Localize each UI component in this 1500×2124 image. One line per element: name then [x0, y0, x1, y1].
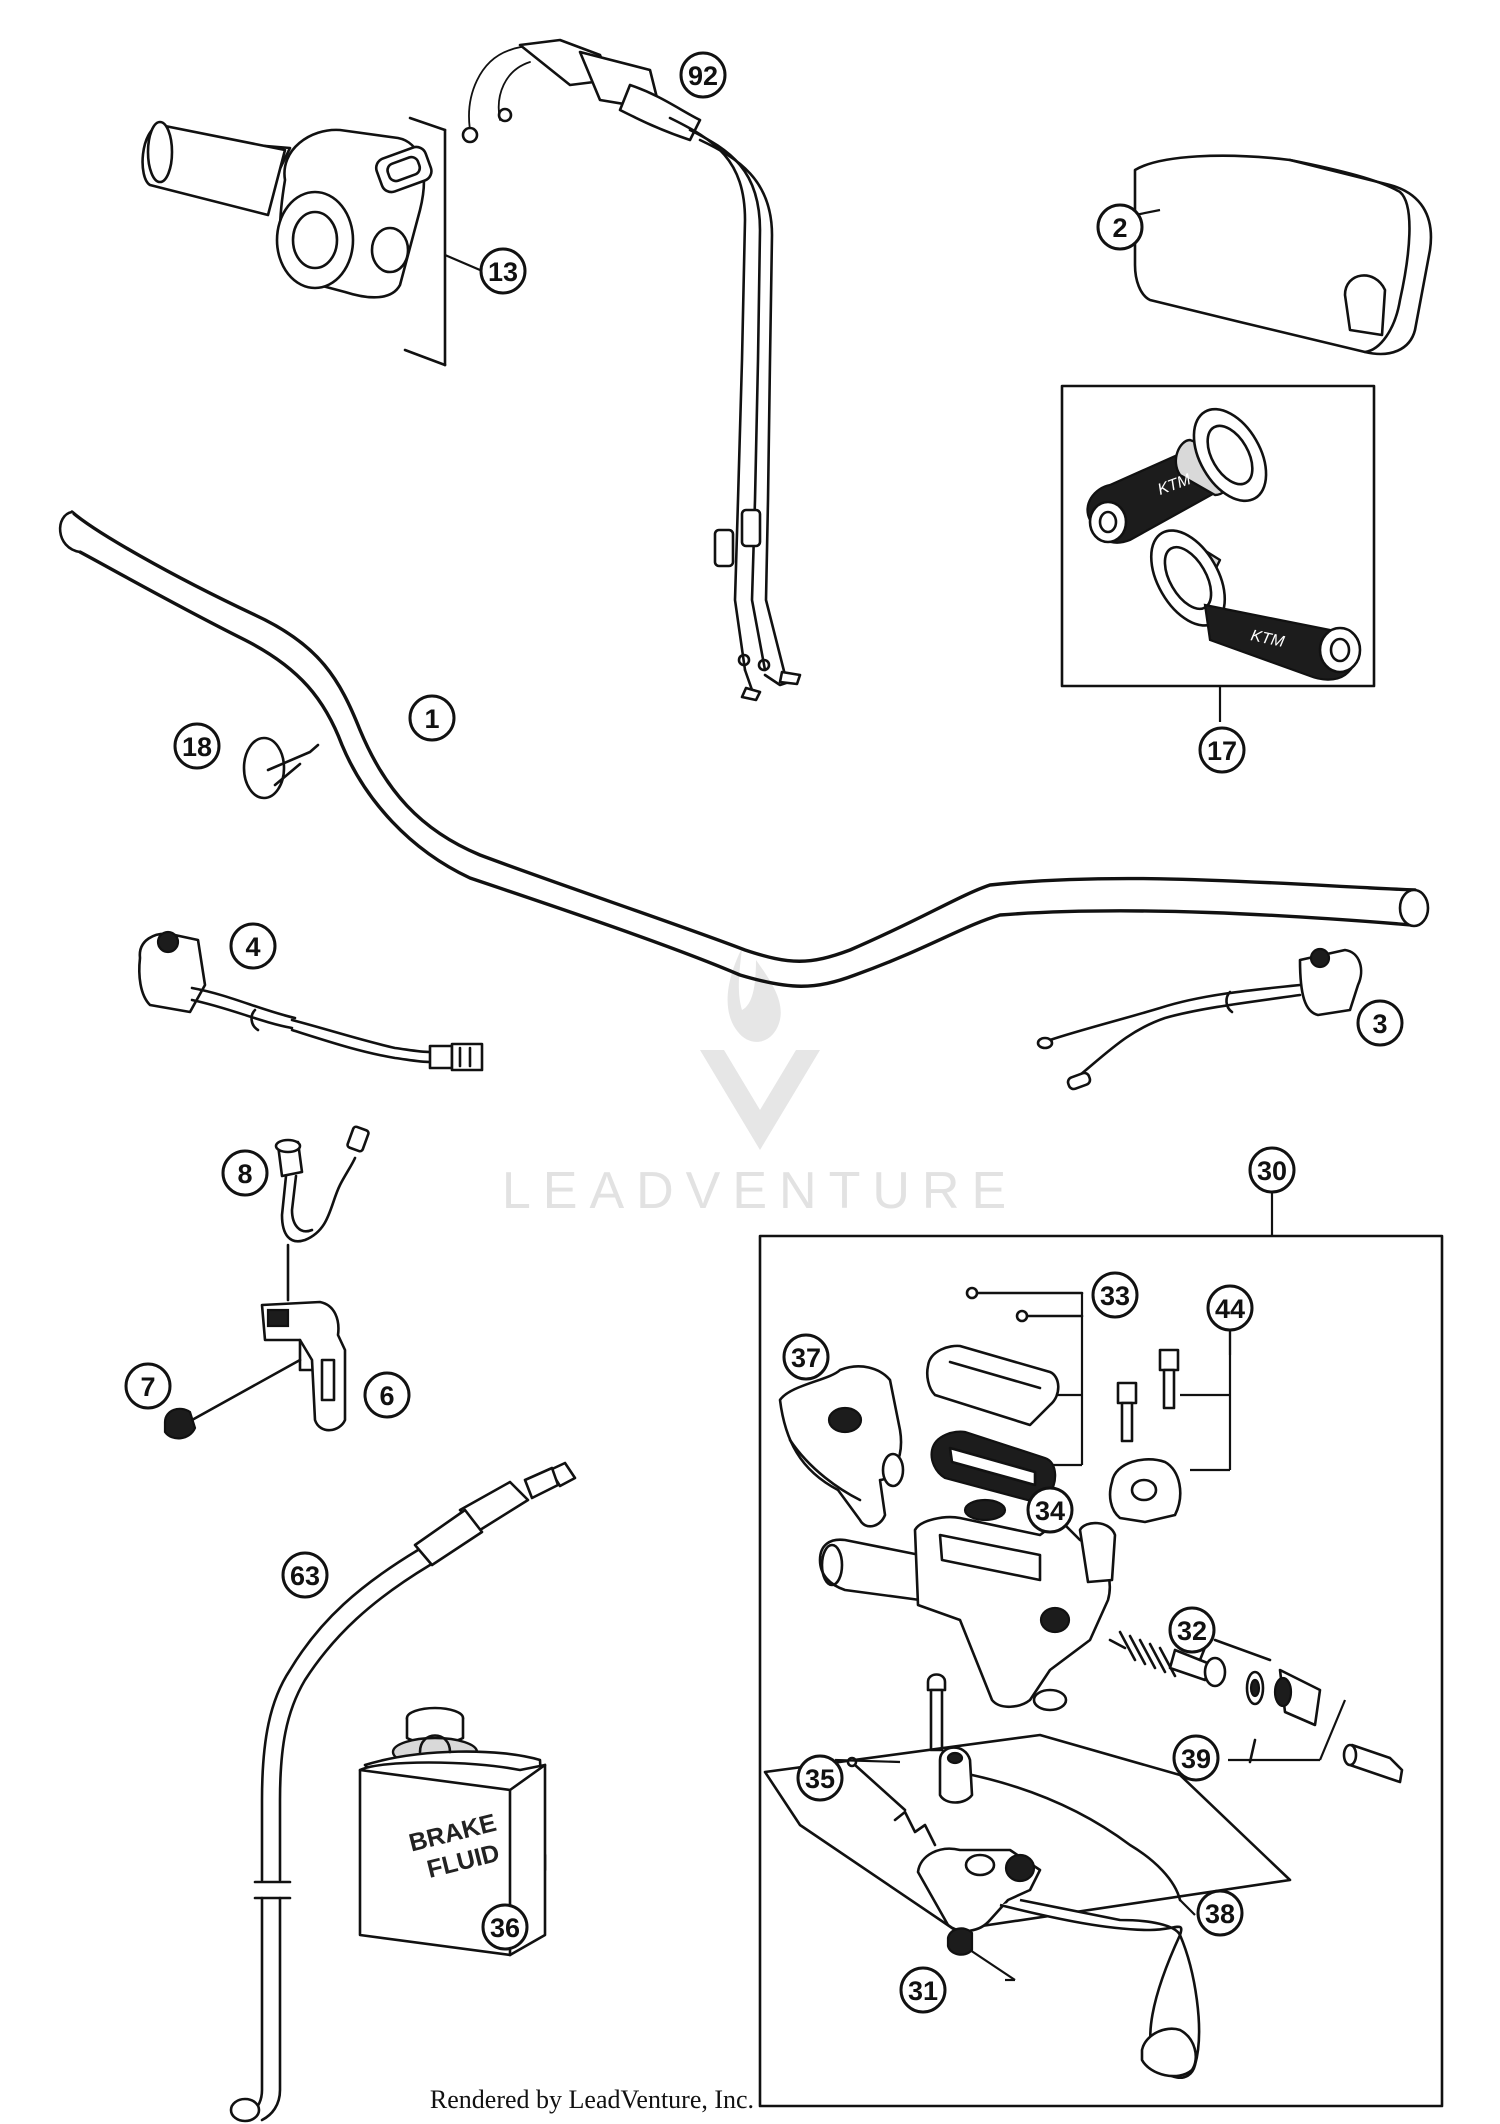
callout-30: 30 [1248, 1146, 1296, 1194]
callout-33: 33 [1091, 1271, 1139, 1319]
callout-bubble [363, 1371, 411, 1419]
callout-8: 8 [221, 1149, 269, 1197]
callout-6: 6 [363, 1371, 411, 1419]
callout-bubble [1096, 203, 1144, 251]
callout-bubble [1168, 1606, 1216, 1654]
callout-34: 34 [1026, 1486, 1074, 1534]
throttle-cables-92 [461, 38, 802, 702]
callout-number: 18 [182, 732, 212, 762]
callout-number: 6 [379, 1381, 394, 1411]
callout-bubble [479, 247, 527, 295]
bar-pad-2 [1133, 154, 1433, 356]
watermark-text: LEADVENTURE [502, 1162, 1018, 1220]
callout-bubble [1091, 1271, 1139, 1319]
callout-number: 3 [1372, 1009, 1387, 1039]
leader-lines [444, 208, 1232, 1982]
svg-text:KTM: KTM [1249, 627, 1286, 651]
flame-logo-icon [727, 948, 781, 1042]
cable-tie-18 [242, 736, 320, 800]
callout-number: 44 [1215, 1294, 1245, 1324]
callout-37: 37 [782, 1333, 830, 1381]
leadventure-watermark: LEADVENTURE [502, 948, 1018, 1220]
switch-wire-8 [274, 1125, 370, 1302]
callout-number: 37 [791, 1343, 821, 1373]
callout-13: 13 [479, 247, 527, 295]
callout-number: 4 [245, 932, 260, 962]
callout-number: 39 [1181, 1744, 1211, 1774]
callout-bubble [899, 1966, 947, 2014]
callout-92: 92 [679, 51, 727, 99]
callout-number: 32 [1177, 1616, 1207, 1646]
callout-number: 7 [140, 1372, 155, 1402]
callout-4: 4 [229, 922, 277, 970]
callout-number: 38 [1205, 1899, 1235, 1929]
callout-number: 63 [290, 1561, 320, 1591]
callout-bubble [221, 1149, 269, 1197]
callout-1: 1 [408, 694, 456, 742]
callout-2: 2 [1096, 203, 1144, 251]
callout-number: 92 [688, 61, 718, 91]
callout-bubble [408, 694, 456, 742]
grips-frame [1060, 384, 1376, 688]
callout-number: 31 [908, 1976, 938, 2006]
callout-bubble [1248, 1146, 1296, 1194]
callout-bubble [1198, 726, 1246, 774]
callout-bubble [1026, 1486, 1074, 1534]
right-switch-3 [1036, 947, 1363, 1091]
v-logo-icon [700, 1050, 820, 1150]
callout-bubble [1206, 1284, 1254, 1332]
callout-bubble [1172, 1734, 1220, 1782]
callout-bubble [281, 1551, 329, 1599]
callout-63: 63 [281, 1551, 329, 1599]
screw-7 [163, 1358, 302, 1440]
callout-36: 36 [481, 1903, 529, 1951]
callout-bubble [124, 1362, 172, 1410]
footer-credit: Rendered by LeadVenture, Inc. [430, 2085, 754, 2114]
callout-bubble [782, 1333, 830, 1381]
throttle-grip-13 [141, 116, 447, 367]
callout-number: 35 [805, 1764, 835, 1794]
callout-number: 30 [1257, 1156, 1287, 1186]
master-cylinder-assembly-30 [758, 1190, 1444, 2108]
bleed-hose-63 [229, 1461, 577, 2123]
callout-18: 18 [173, 722, 221, 770]
callout-17: 17 [1198, 726, 1246, 774]
callout-bubble [229, 922, 277, 970]
callout-number: 8 [237, 1159, 252, 1189]
callout-bubble [173, 722, 221, 770]
grips-17: KTM KTM [1060, 384, 1376, 722]
callout-number: 2 [1112, 213, 1127, 243]
callout-38: 38 [1196, 1889, 1244, 1937]
callout-44: 44 [1206, 1284, 1254, 1332]
callout-bubble [1356, 999, 1404, 1047]
callout-bubble [796, 1754, 844, 1802]
callout-number: 33 [1100, 1281, 1130, 1311]
callout-number: 34 [1035, 1496, 1065, 1526]
callout-39: 39 [1172, 1734, 1220, 1782]
master-cylinder-frame [758, 1234, 1444, 2108]
callout-number: 17 [1207, 736, 1237, 766]
bracket-6 [260, 1300, 347, 1432]
callout-3: 3 [1356, 999, 1404, 1047]
callout-bubble [1196, 1889, 1244, 1937]
handlebar-1 [58, 510, 1430, 988]
callout-7: 7 [124, 1362, 172, 1410]
callout-bubble [481, 1903, 529, 1951]
callout-31: 31 [899, 1966, 947, 2014]
callout-number: 1 [424, 704, 439, 734]
callout-bubble [679, 51, 727, 99]
callout-number: 36 [490, 1913, 520, 1943]
callout-32: 32 [1168, 1606, 1216, 1654]
left-switch-4 [138, 930, 484, 1072]
callout-number: 13 [488, 257, 518, 287]
callout-35: 35 [796, 1754, 844, 1802]
